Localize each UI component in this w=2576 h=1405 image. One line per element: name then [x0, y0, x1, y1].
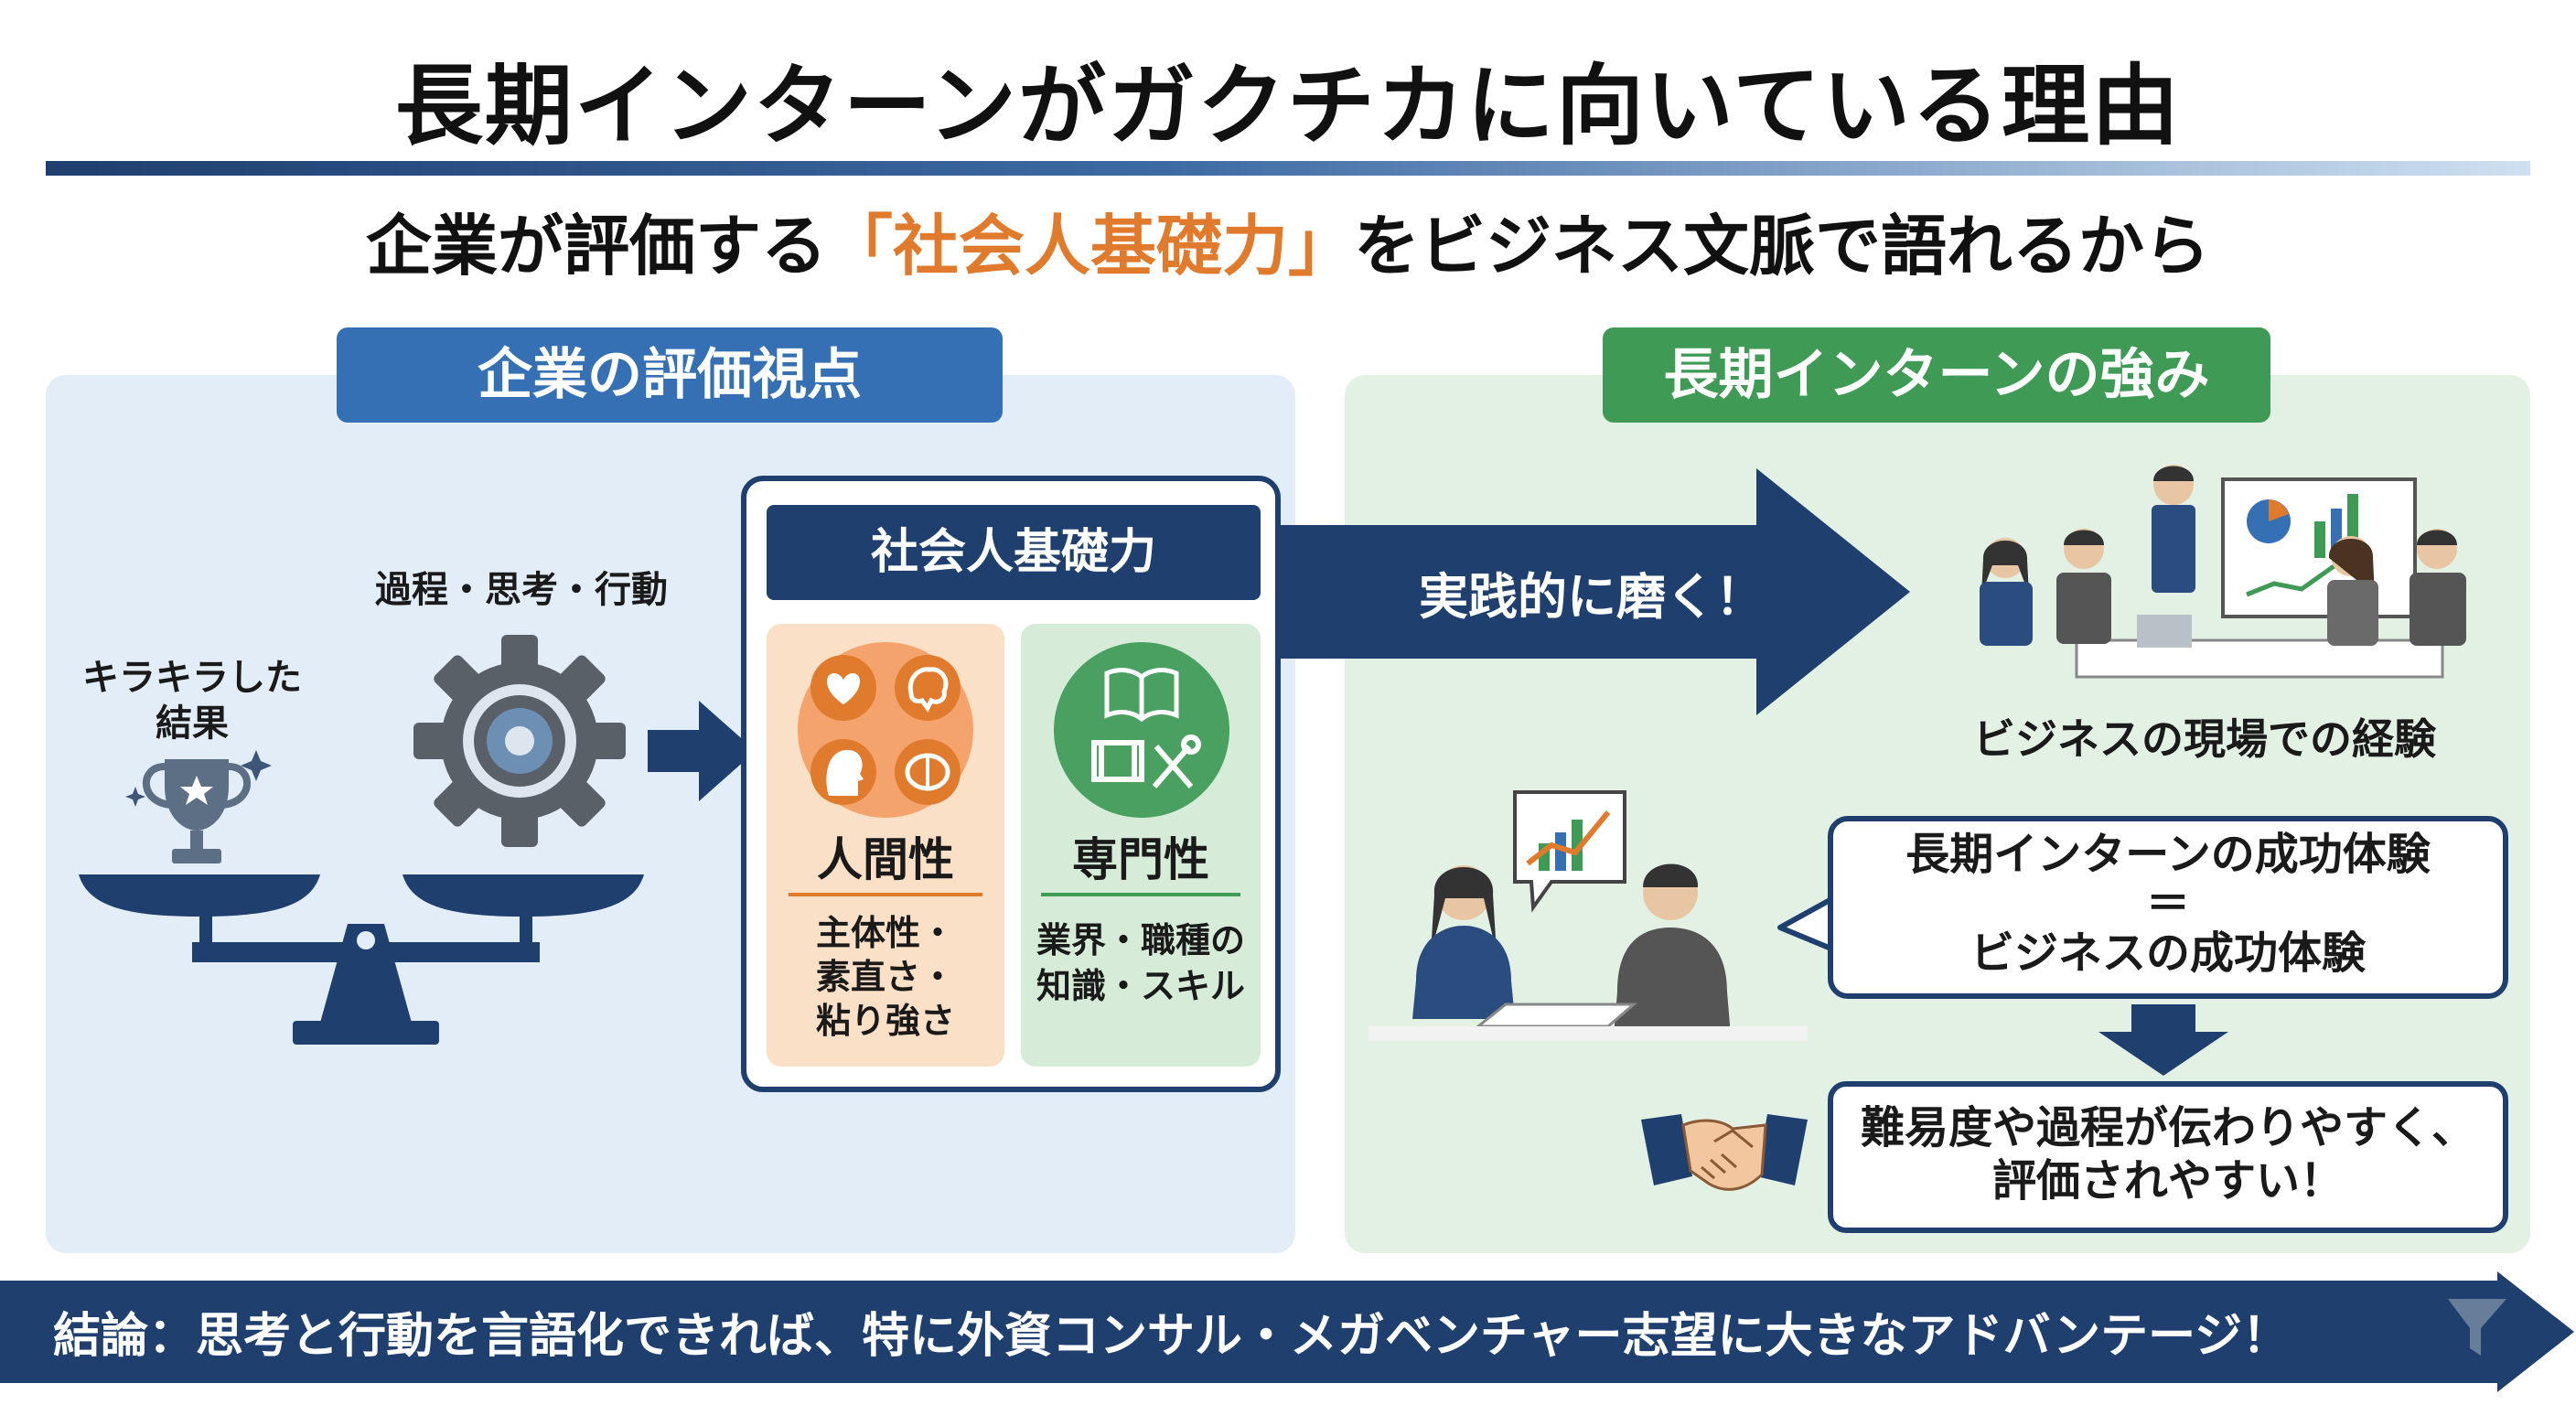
speech-line-1: 長期インターンの成功体験 — [1905, 829, 2431, 880]
result-label-line1: キラキラした — [82, 657, 302, 699]
scene-caption: ビジネスの現場での経験 — [1973, 714, 2436, 764]
subtitle-before: 企業が評価する — [365, 208, 827, 284]
humanity-icons — [798, 642, 973, 818]
result-line-2: 評価されやすい！ — [1991, 1155, 2344, 1207]
subtitle-highlight: 「社会人基礎力」 — [826, 208, 1354, 284]
tools-icon — [1091, 735, 1201, 788]
trophy-icon — [125, 750, 272, 863]
result-line-1: 難易度や過程が伝わりやすく、 — [1860, 1102, 2475, 1153]
expertise-line-1: 業界・職種の — [1036, 920, 1245, 960]
balance-scale-icon — [79, 874, 644, 1045]
meeting-scene-illustration — [1980, 465, 2466, 679]
heart-icon — [810, 655, 876, 721]
head-icon — [810, 739, 876, 805]
humanity-divider — [789, 893, 982, 896]
result-label-line2: 結果 — [156, 702, 229, 745]
page-subtitle: 企業が評価する「社会人基礎力」をビジネス文脈で語れるから — [0, 192, 2576, 288]
expertise-title: 専門性 — [1072, 833, 1209, 886]
humanity-line-2: 素直さ・ — [815, 957, 955, 997]
left-panel-tag: 企業の評価視点 — [337, 327, 1003, 423]
down-arrow-icon — [2098, 1004, 2228, 1076]
social-skills-title: 社会人基礎力 — [767, 505, 1261, 600]
process-label: 過程・思考・行動 — [375, 569, 668, 611]
big-arrow-icon — [1281, 468, 1910, 715]
subtitle-after: をビジネス文脈で語れるから — [1354, 208, 2211, 284]
expertise-icons — [1054, 642, 1229, 818]
speech-line-3: ビジネスの成功体験 — [1970, 928, 2366, 979]
humanity-line-1: 主体性・ — [815, 913, 955, 953]
success-experience-box — [1828, 816, 2508, 999]
speech-line-2: ＝ — [2145, 878, 2190, 929]
small-arrow-icon — [648, 701, 756, 801]
arrow-label: 実践的に磨く！ — [1419, 568, 1765, 626]
expertise-line-2: 知識・スキル — [1036, 966, 1245, 1006]
handshake-icon — [1641, 1114, 1808, 1191]
gear-icon — [413, 635, 626, 847]
conclusion-banner — [0, 1271, 2574, 1392]
page-title: 長期インターンがガクチカに向いている理由 — [394, 55, 2182, 157]
conclusion-text: 結論：思考と行動を言語化できれば、特に外資コンサル・メガベンチャー志望に大きなア… — [53, 1309, 2291, 1364]
humanity-line-3: 粘り強さ — [815, 1001, 955, 1041]
result-box — [1828, 1081, 2508, 1233]
brain-icon — [895, 739, 961, 805]
title-underline — [46, 161, 2530, 176]
right-panel-tag: 長期インターンの強み — [1603, 327, 2270, 423]
humanity-title: 人間性 — [817, 833, 954, 886]
brain-icon — [895, 655, 961, 721]
expertise-divider — [1041, 893, 1240, 896]
interview-scene-illustration — [1368, 790, 1808, 1041]
book-icon — [1104, 668, 1179, 723]
